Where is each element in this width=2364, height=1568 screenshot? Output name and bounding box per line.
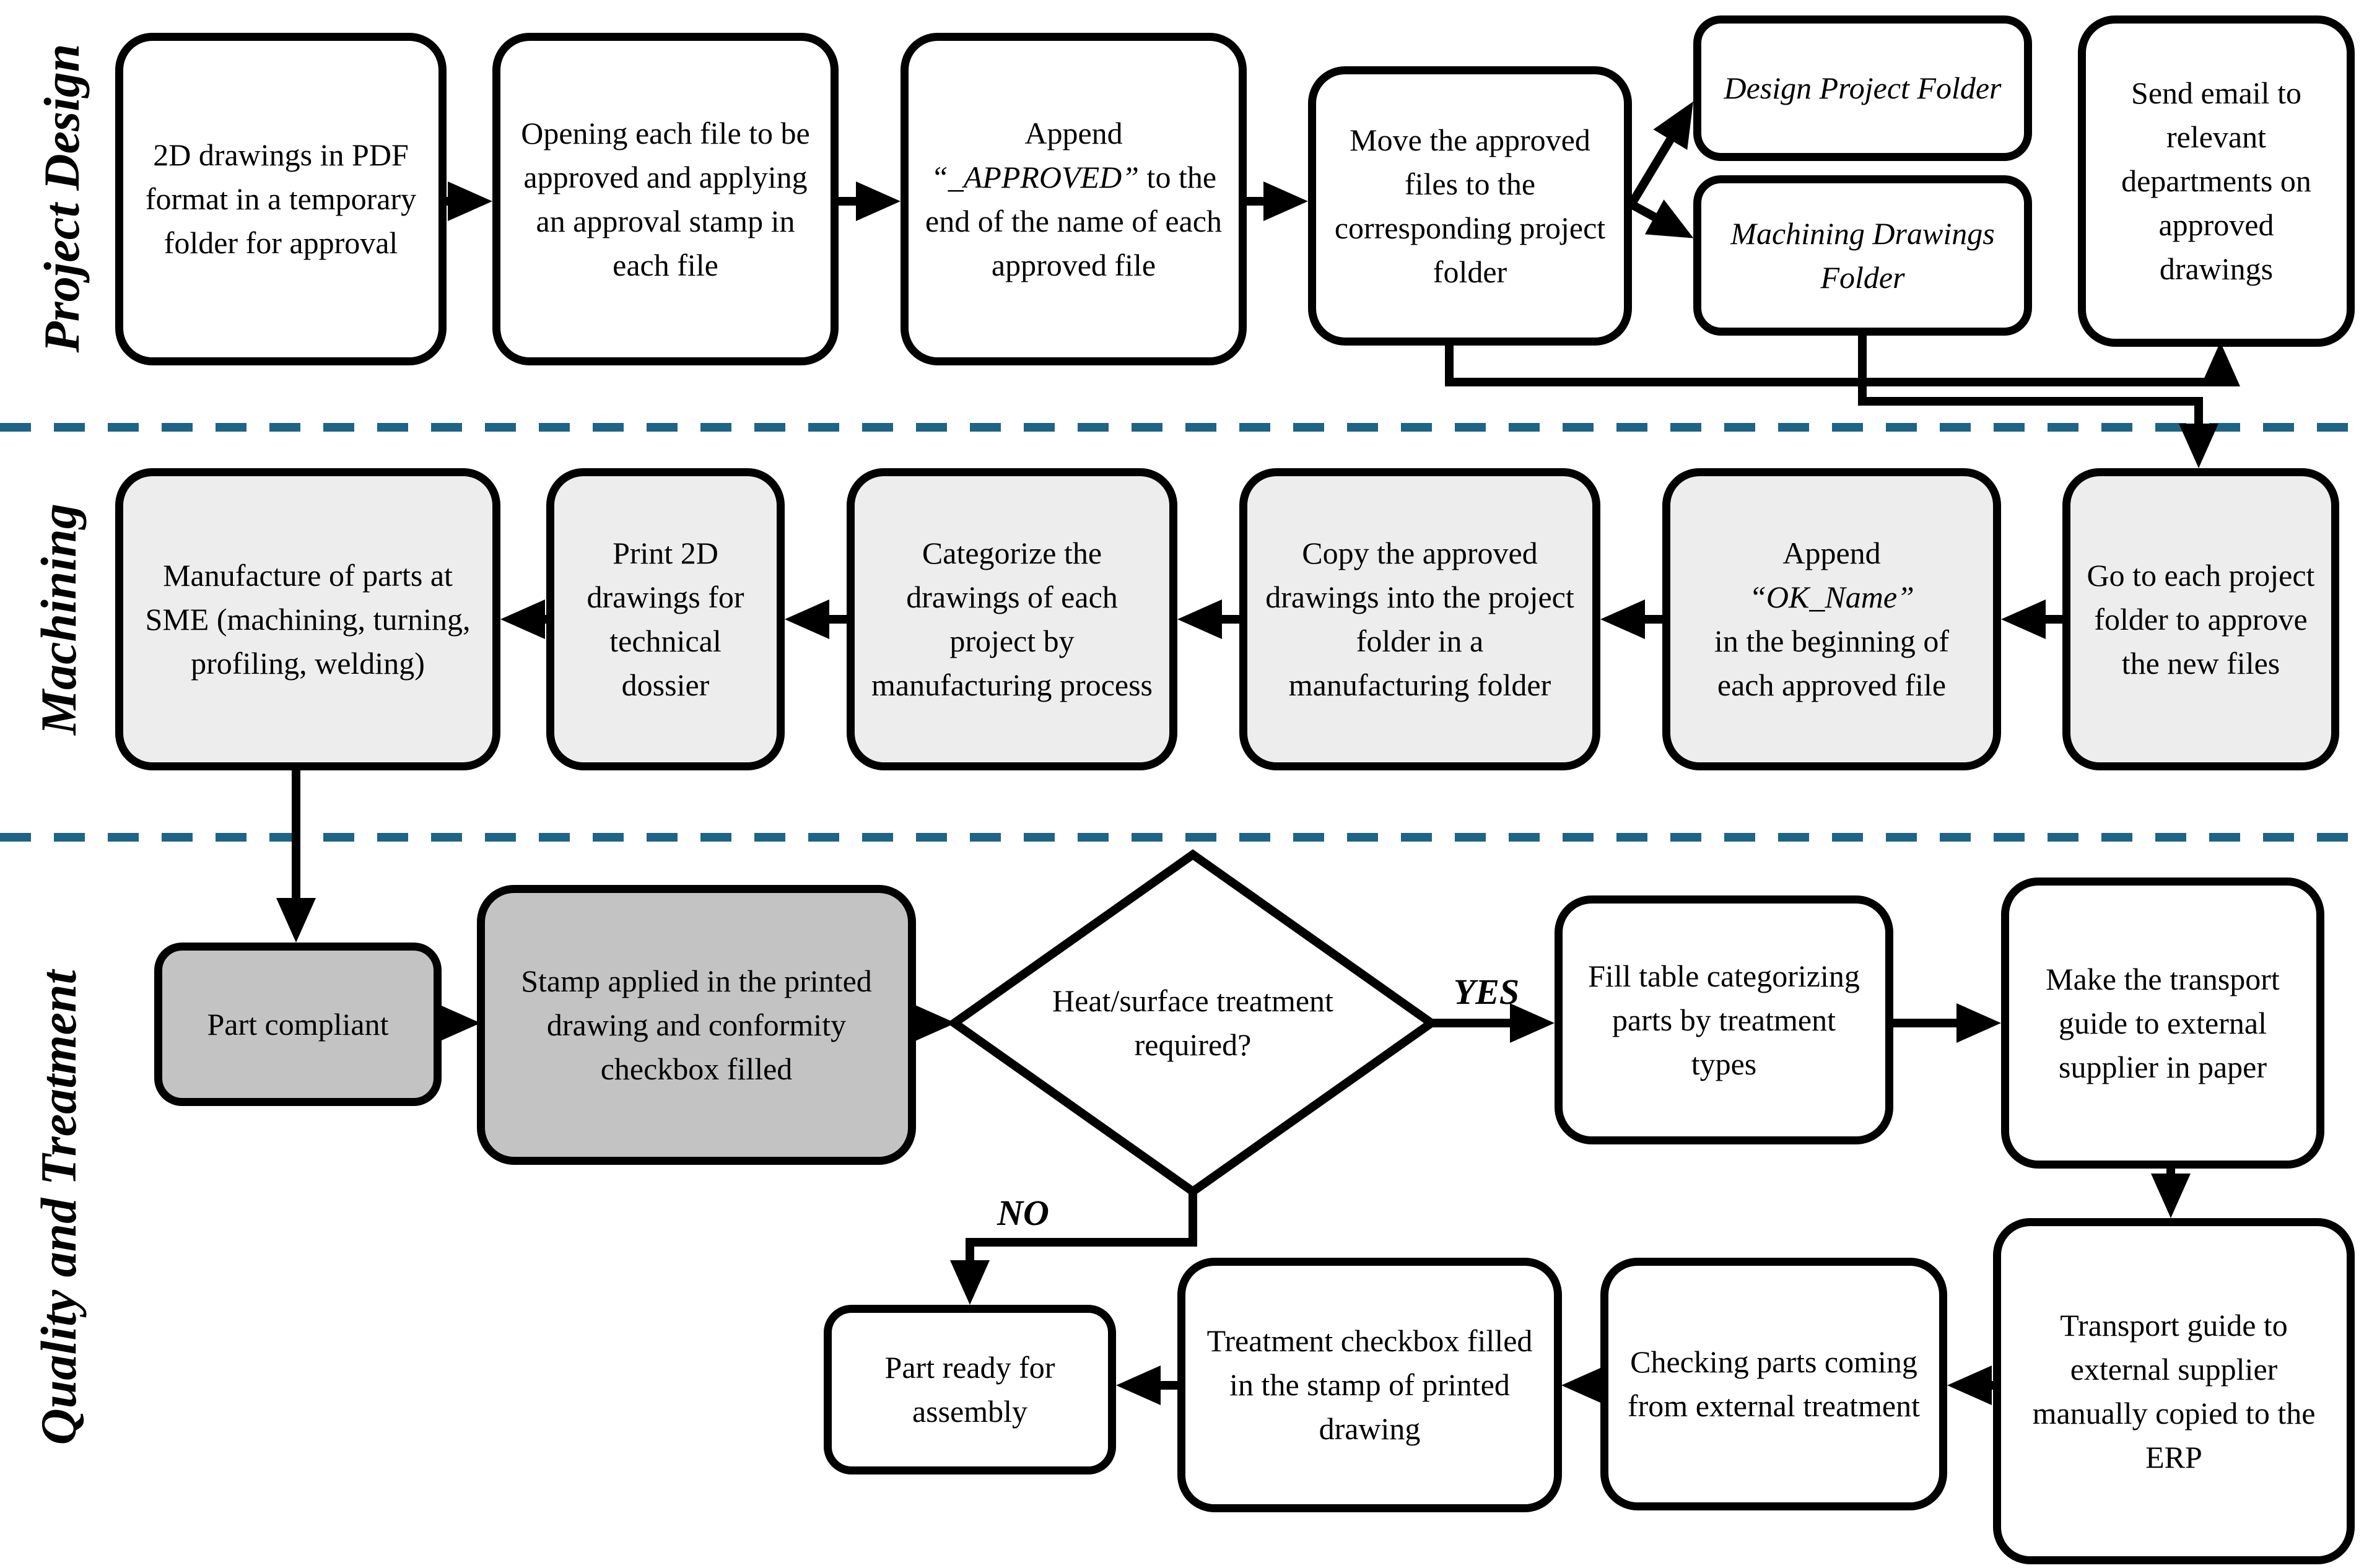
append-approved-filename: “_APPROVED”	[930, 159, 1140, 194]
node-label: 2D drawings in PDF format in a temporary…	[145, 137, 417, 260]
node-label: Categorize the drawings of each project …	[871, 536, 1153, 702]
node-transport-guide-erp: Transport guide to external supplier man…	[1993, 1218, 2355, 1564]
append-ok-suffix: in the beginning of each approved file	[1714, 624, 1950, 702]
node-label: Checking parts coming from external trea…	[1628, 1344, 1920, 1423]
node-treatment-checkbox: Treatment checkbox filled in the stamp o…	[1177, 1258, 1562, 1512]
node-manufacture-parts: Manufacture of parts at SME (machining, …	[115, 468, 500, 770]
lane-label-quality-treatment: Quality and Treatment	[30, 970, 87, 1445]
node-2d-drawings-pdf: 2D drawings in PDF format in a temporary…	[115, 33, 447, 365]
arrow-folder-to-go-to-each	[1858, 336, 2218, 468]
node-fill-table: Fill table categorizing parts by treatme…	[1555, 895, 1893, 1144]
node-append-ok-name: Append “OK_Name” in the beginning of eac…	[1662, 468, 2001, 770]
node-label: Move the approved files to the correspon…	[1334, 122, 1606, 289]
arrow-move-to-design-folder	[1628, 101, 1693, 207]
node-label: Append “_APPROVED” to the end of the nam…	[923, 111, 1224, 287]
node-label: Copy the approved drawings into the proj…	[1265, 536, 1574, 702]
node-label: Stamp applied in the printed drawing and…	[521, 963, 872, 1086]
node-label: Treatment checkbox filled in the stamp o…	[1206, 1323, 1533, 1446]
node-label: Fill table categorizing parts by treatme…	[1588, 958, 1860, 1081]
node-label: Part ready for assembly	[884, 1350, 1055, 1429]
arrow-move-to-send-email	[1445, 342, 2240, 386]
node-label: Part compliant	[207, 1006, 389, 1042]
lane-label-machining: Machining	[30, 503, 87, 735]
lane-label-project-design: Project Design	[33, 43, 90, 353]
node-categorize-drawings: Categorize the drawings of each project …	[847, 468, 1177, 770]
node-part-compliant: Part compliant	[154, 943, 442, 1106]
node-make-transport-guide: Make the transport guide to external sup…	[2001, 878, 2324, 1169]
node-machining-drawings-folder: Machining Drawings Folder	[1693, 175, 2032, 336]
label-yes: YES	[1453, 972, 1520, 1012]
node-label: Design Project Folder	[1724, 71, 2002, 105]
node-send-email: Send email to relevant departments on ap…	[2078, 15, 2355, 347]
node-stamp-applied: Stamp applied in the printed drawing and…	[477, 885, 916, 1165]
append-ok-filename: “OK_Name”	[1749, 580, 1914, 614]
node-label: Transport guide to external supplier man…	[2032, 1307, 2316, 1474]
arrow-move-to-machining-folder	[1629, 199, 1694, 238]
append-approved-suffix: to the end of the name of each approved …	[925, 159, 1222, 282]
node-label: Print 2D drawings for technical dossier	[587, 536, 744, 702]
node-label: Make the transport guide to external sup…	[2046, 961, 2280, 1084]
node-label: Manufacture of parts at SME (machining, …	[145, 557, 471, 681]
node-move-approved-files: Move the approved files to the correspon…	[1308, 66, 1632, 346]
append-ok-prefix: Append	[1782, 536, 1881, 570]
node-print-2d-drawings: Print 2D drawings for technical dossier	[546, 468, 785, 770]
node-label: Opening each file to be approved and app…	[521, 115, 810, 282]
node-copy-approved-drawings: Copy the approved drawings into the proj…	[1239, 468, 1600, 770]
decision-heat-surface-treatment: Heat/surface treatment required?	[1032, 921, 1354, 1125]
node-label: Machining Drawings Folder	[1730, 216, 1995, 295]
node-label: Go to each project folder to approve the…	[2087, 557, 2315, 681]
decision-label: Heat/surface treatment required?	[1052, 983, 1333, 1062]
node-label: Append “OK_Name” in the beginning of eac…	[1685, 531, 1978, 707]
node-checking-parts: Checking parts coming from external trea…	[1600, 1258, 1947, 1510]
node-opening-each-file: Opening each file to be approved and app…	[492, 33, 839, 365]
node-part-ready-assembly: Part ready for assembly	[824, 1305, 1116, 1474]
append-approved-prefix: Append	[1024, 115, 1123, 150]
node-label: Send email to relevant departments on ap…	[2121, 76, 2311, 286]
decision-diamond-shape	[946, 849, 1439, 1197]
node-go-to-each-project-folder: Go to each project folder to approve the…	[2062, 468, 2339, 770]
arrow-decision-no	[950, 1191, 1197, 1305]
node-design-project-folder: Design Project Folder	[1693, 15, 2032, 161]
label-no: NO	[997, 1193, 1049, 1233]
node-append-approved: Append “_APPROVED” to the end of the nam…	[901, 33, 1247, 365]
